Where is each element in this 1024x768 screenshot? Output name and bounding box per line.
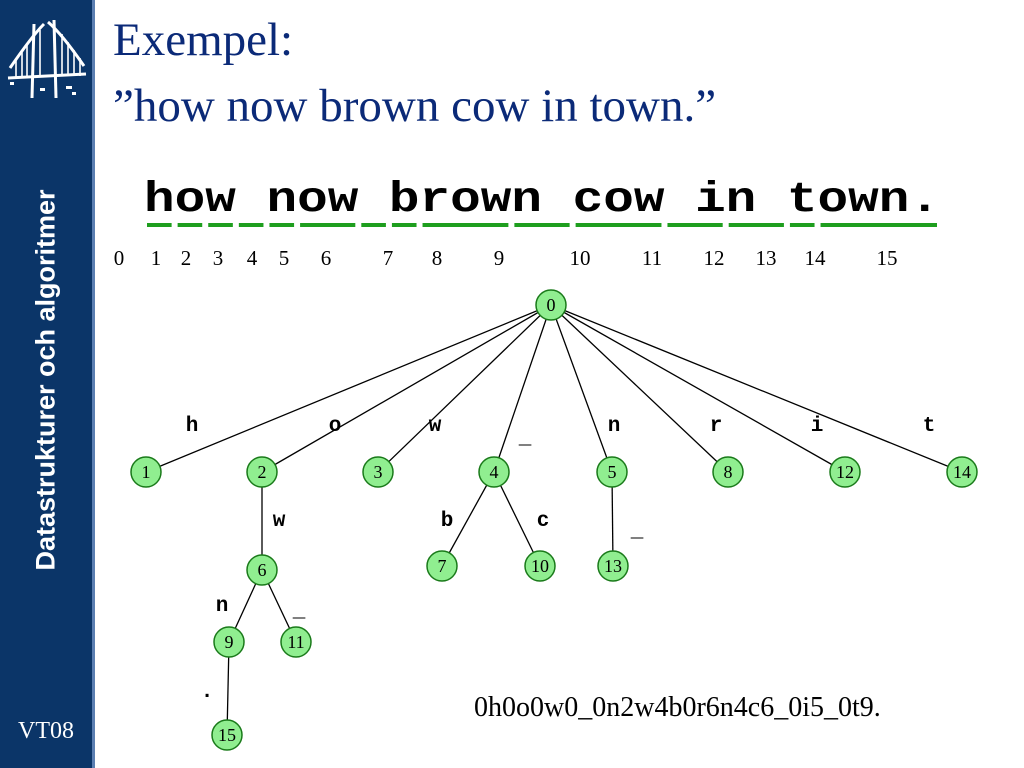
trie-node-label: 7 <box>438 556 447 576</box>
edge-label: i <box>811 415 824 438</box>
position-index: 5 <box>279 246 290 270</box>
edge-label: n <box>216 595 229 618</box>
slide-subtitle: ”how now brown cow in town.” <box>113 80 717 132</box>
edge-label: t <box>923 415 936 438</box>
position-index: 14 <box>805 246 827 270</box>
position-index: 0 <box>114 246 125 270</box>
trie-node: 6 <box>246 554 278 586</box>
trie-node: 8 <box>712 456 744 488</box>
trie-edge <box>493 471 541 567</box>
trie-node: 13 <box>597 550 629 582</box>
edge-label: c <box>537 510 550 533</box>
trie-edge <box>145 304 552 473</box>
position-index: 4 <box>247 246 258 270</box>
position-index: 10 <box>570 246 591 270</box>
edge-label: o <box>329 415 342 438</box>
trie-node-label: 3 <box>374 462 383 482</box>
trie-node-label: 4 <box>490 462 499 482</box>
edge-label: r <box>710 415 723 438</box>
trie-node: 10 <box>524 550 556 582</box>
trie-node-label: 0 <box>547 295 556 315</box>
trie-node: 3 <box>362 456 394 488</box>
trie-node-label: 15 <box>218 725 236 745</box>
trie-node: 4 <box>478 456 510 488</box>
trie-node: 1 <box>130 456 162 488</box>
position-index: 11 <box>642 246 662 270</box>
edge-label: w <box>429 415 442 438</box>
trie-node: 2 <box>246 456 278 488</box>
trie-node: 14 <box>946 456 978 488</box>
trie-node-label: 5 <box>608 462 617 482</box>
term-label: VT08 <box>18 718 74 744</box>
position-index: 7 <box>383 246 394 270</box>
trie-node-label: 6 <box>258 560 267 580</box>
trie-node: 0 <box>535 289 567 321</box>
trie-node: 5 <box>596 456 628 488</box>
trie-edge <box>550 304 846 473</box>
edge-label: _ <box>292 600 306 623</box>
encoded-output: 0h0o0w0_0n2w4b0r6n4c6_0i5_0t9. <box>474 692 881 723</box>
trie-edge <box>550 304 729 473</box>
edge-label: . <box>201 681 214 704</box>
trie-node-label: 14 <box>953 462 971 482</box>
trie-node: 11 <box>280 626 312 658</box>
sidebar: Datastrukturer och algoritmer VT08 <box>0 0 92 768</box>
position-index: 12 <box>704 246 725 270</box>
trie-edge <box>377 304 552 473</box>
phrase-text: how now brown cow in town. <box>144 175 940 224</box>
trie-node: 15 <box>211 719 243 751</box>
bridge-logo-icon <box>7 19 87 99</box>
trie-node: 12 <box>829 456 861 488</box>
sidebar-divider <box>92 0 95 768</box>
trie-node-label: 1 <box>142 462 151 482</box>
position-index: 2 <box>181 246 192 270</box>
trie-edge <box>550 304 963 473</box>
trie-edge <box>261 304 552 473</box>
position-index: 1 <box>151 246 162 270</box>
position-index: 13 <box>756 246 777 270</box>
trie-node-label: 13 <box>604 556 622 576</box>
edge-label: _ <box>630 520 644 543</box>
trie-edge <box>550 304 613 473</box>
trie-node-label: 9 <box>225 632 234 652</box>
position-index: 9 <box>494 246 505 270</box>
position-index: 8 <box>432 246 443 270</box>
edge-label: h <box>186 415 199 438</box>
trie-edge <box>441 471 495 567</box>
edge-label: _ <box>518 427 532 450</box>
trie-node-label: 12 <box>836 462 854 482</box>
trie-edge <box>493 304 552 473</box>
trie-node-label: 11 <box>287 632 304 652</box>
trie-node-label: 2 <box>258 462 267 482</box>
slide-title: Exempel: <box>113 14 294 66</box>
edge-label: w <box>273 510 286 533</box>
trie-node: 7 <box>426 550 458 582</box>
edge-label: b <box>441 510 454 533</box>
position-index: 3 <box>213 246 224 270</box>
trie-node: 9 <box>213 626 245 658</box>
position-index: 15 <box>877 246 898 270</box>
edge-label: n <box>608 415 621 438</box>
position-index: 6 <box>321 246 332 270</box>
trie-node-label: 8 <box>724 462 733 482</box>
trie-node-label: 10 <box>531 556 549 576</box>
